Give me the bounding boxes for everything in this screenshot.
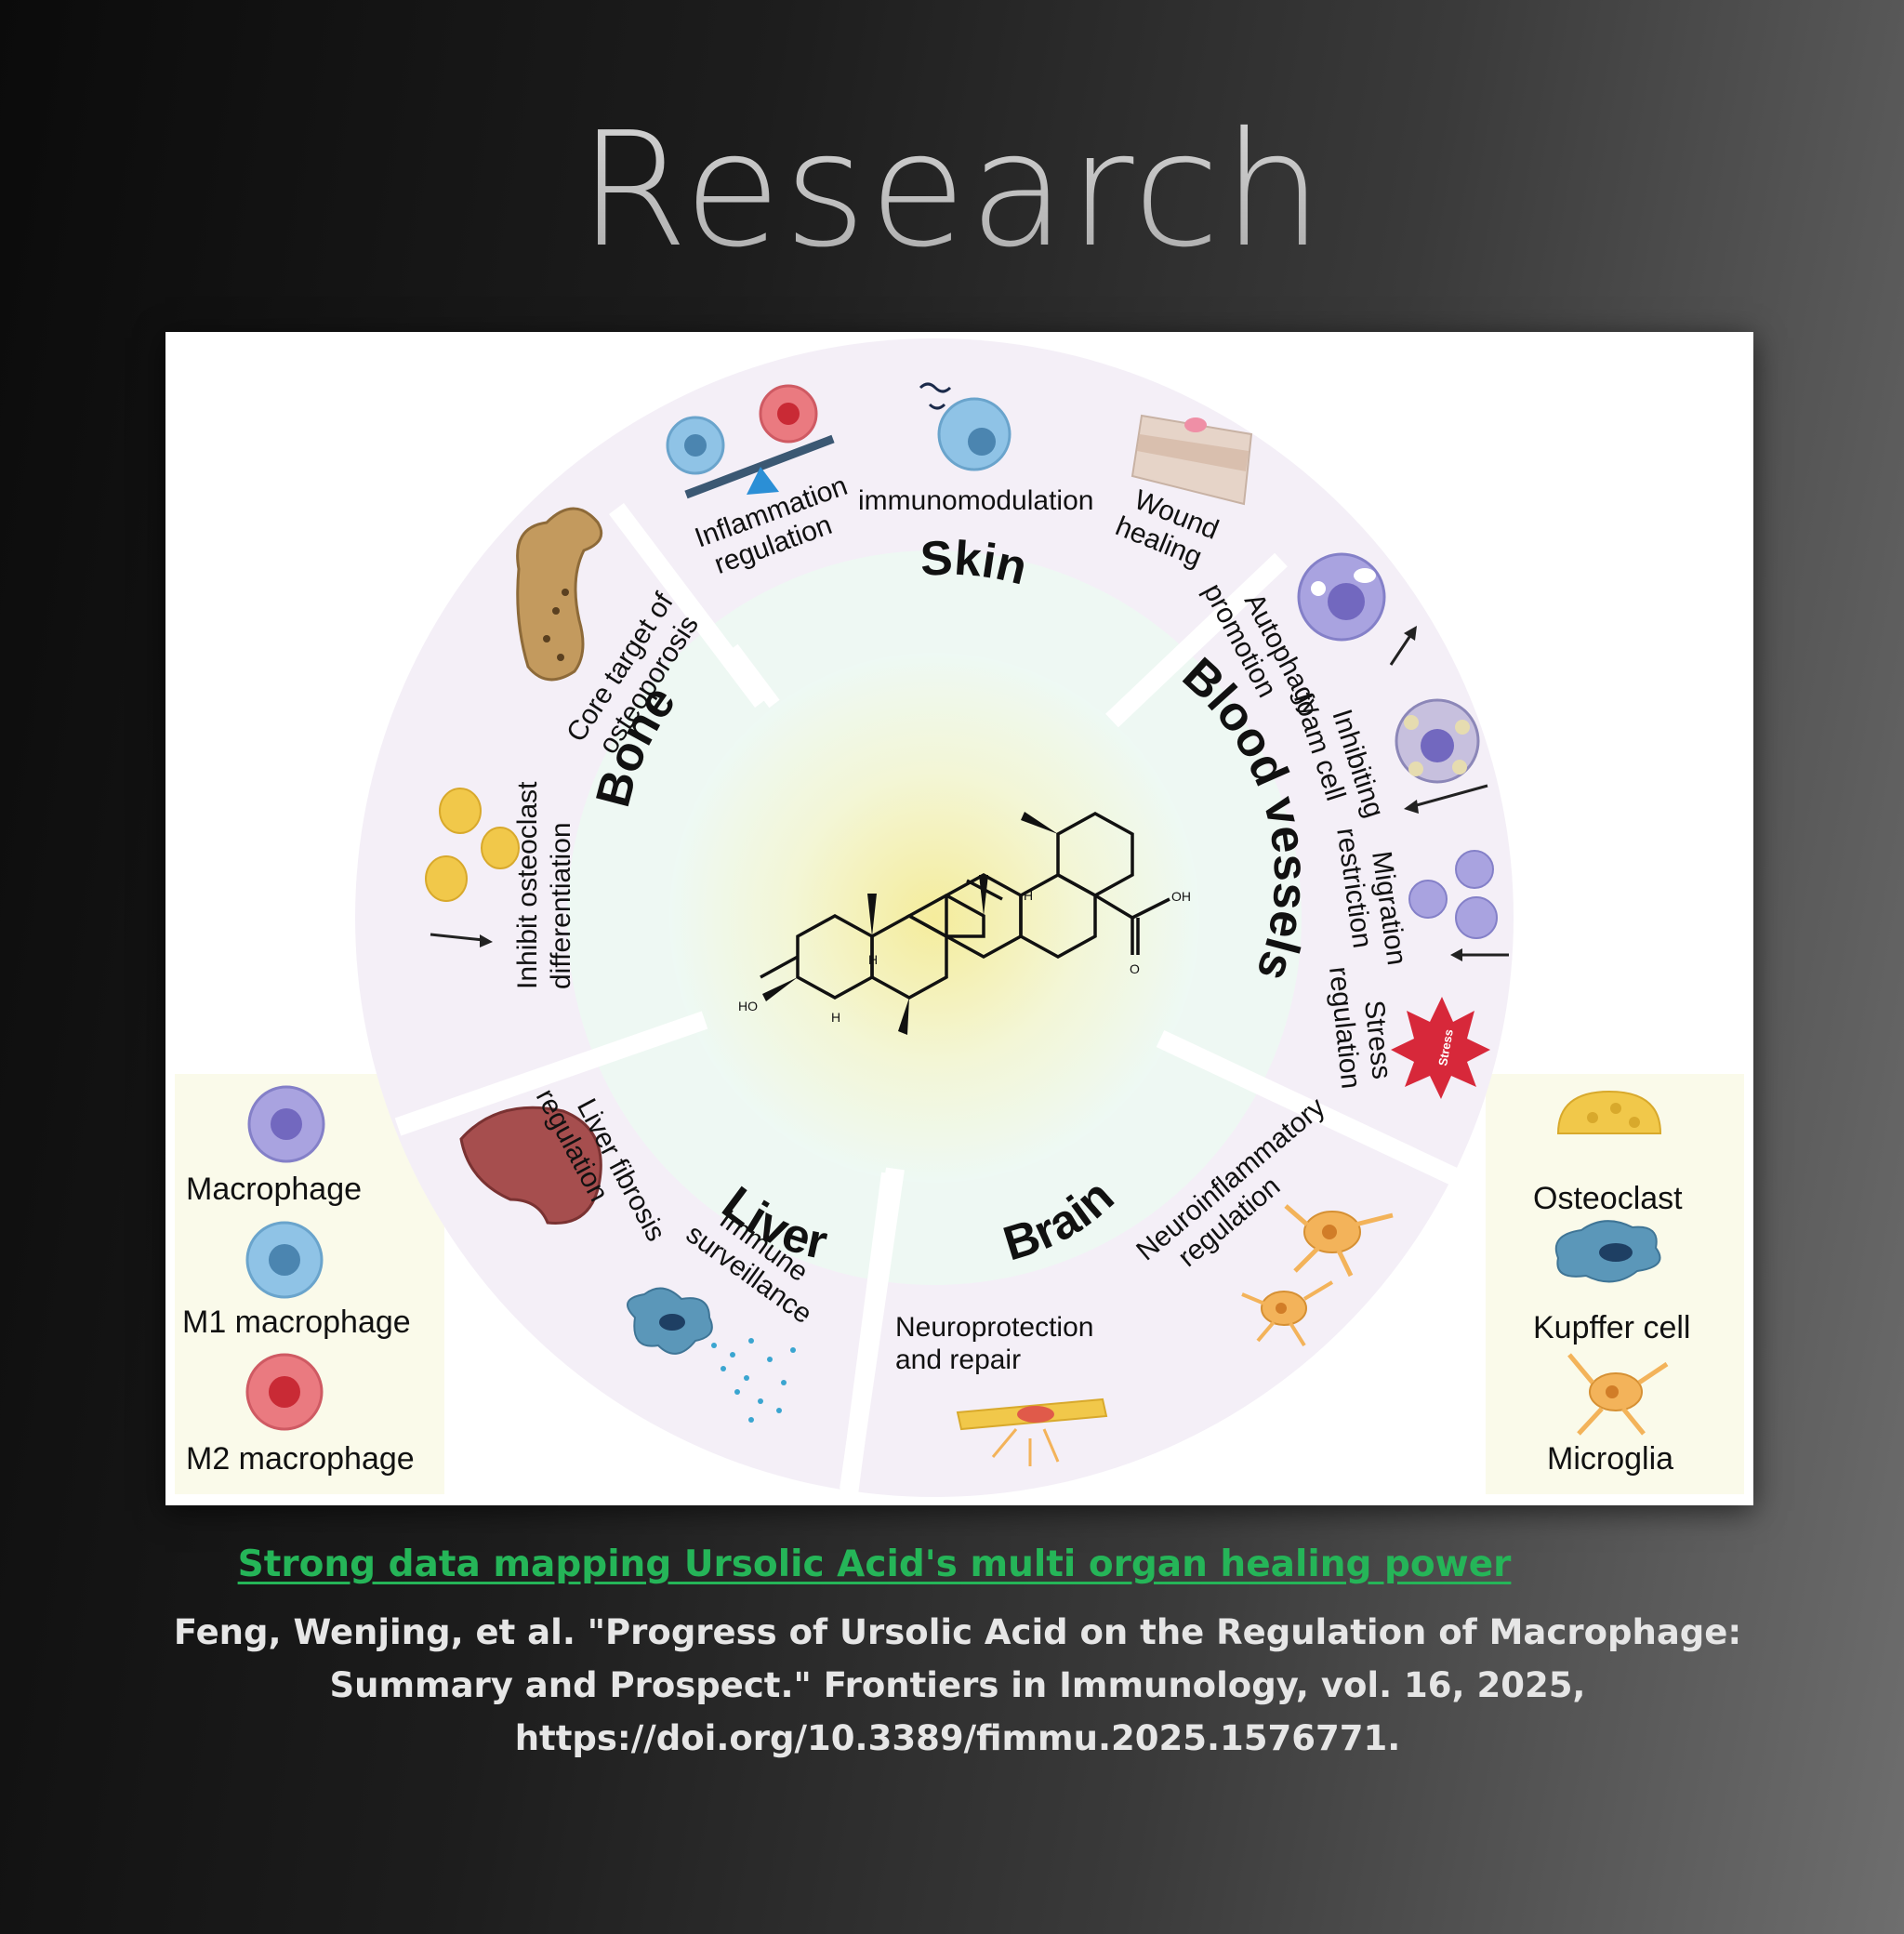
legend-m1-macrophage-label: M1 macrophage: [182, 1305, 411, 1340]
up-arrow-blood: [1389, 626, 1417, 666]
foam-cell-icon-2: [1395, 698, 1480, 784]
center-glow: [669, 653, 1199, 1183]
page-title: Research: [0, 98, 1904, 284]
skin-immunomodulation-label: immunomodulation: [858, 485, 1093, 516]
organ-wheel-diagram: Bone Skin Blood vessels Liver Brain OH O…: [175, 338, 1744, 1497]
legend-kupffer-cell-label: Kupffer cell: [1533, 1310, 1690, 1345]
m1-macrophage-icon: [666, 416, 725, 475]
down-arrow-blood-2: [1450, 948, 1509, 961]
svg-text:Stress: Stress: [1435, 1028, 1456, 1067]
legend-microglia-icon: [1567, 1353, 1669, 1436]
molecule-methyl-wedges: [762, 812, 1058, 1035]
legend-osteoclast-icon: [1556, 1090, 1662, 1134]
organ-label-skin: Skin: [919, 531, 1033, 595]
legend-right-bg: [1486, 1074, 1744, 1494]
m2-macrophage-icon: [759, 384, 818, 444]
legend-kupffer-cell-icon: [1554, 1220, 1661, 1283]
molecule-h-1: H: [868, 952, 878, 967]
foam-cell-icon-1: [1297, 552, 1386, 642]
molecule-o-acid: O: [1130, 961, 1140, 976]
legend-m1-macrophage-icon: [245, 1221, 324, 1299]
liver-icon: [459, 1106, 602, 1225]
divider-liver-brain: [840, 1172, 900, 1496]
bone-icon: [516, 507, 603, 682]
macrophage-cluster-icon: [1408, 850, 1498, 939]
molecule-ho: HO: [738, 999, 758, 1013]
legend-macrophage-icon: [247, 1085, 325, 1163]
source-link[interactable]: Strong data mapping Ursolic Acid's multi…: [237, 1543, 1512, 1585]
divider-inner-skin-left: [727, 643, 780, 709]
brain-neuroprotection-label: Neuroprotection and repair: [895, 1312, 1102, 1375]
dispersed-particles: [711, 1338, 796, 1423]
seesaw-icon: [684, 434, 835, 499]
molecule-h-2: H: [831, 1010, 840, 1025]
osteoclast-cells-icon: [425, 788, 520, 902]
kupffer-cell-icon-liver: [627, 1287, 713, 1355]
down-arrow-bone: [430, 933, 493, 947]
legend-macrophage-label: Macrophage: [186, 1172, 362, 1207]
legend-osteoclast-label: Osteoclast: [1533, 1181, 1683, 1216]
down-arrow-blood-1: [1404, 784, 1488, 814]
molecule-oh-acid: OH: [1171, 889, 1191, 904]
neuron-repair-icon: [956, 1398, 1108, 1466]
immunomodulation-macrophage-icon: [919, 382, 1012, 471]
molecule-h-3: H: [1024, 888, 1033, 903]
legend-m2-macrophage-icon: [245, 1353, 324, 1431]
stress-badge-icon: Stress: [1391, 997, 1490, 1099]
bone-inhibit-osteoclast-label: Inhibit osteoclast differentiation: [512, 774, 576, 989]
microglia-icon-brain-1: [1284, 1204, 1394, 1278]
skin-wound-icon: [1130, 414, 1253, 506]
legend-microglia-label: Microglia: [1547, 1441, 1673, 1477]
ursolic-acid-figure: Bone Skin Blood vessels Liver Brain OH O…: [165, 332, 1753, 1505]
legend-m2-macrophage-label: M2 macrophage: [186, 1441, 415, 1477]
citation-text: Feng, Wenjing, et al. "Progress of Ursol…: [173, 1612, 1742, 1758]
microglia-icon-brain-2: [1241, 1280, 1334, 1347]
